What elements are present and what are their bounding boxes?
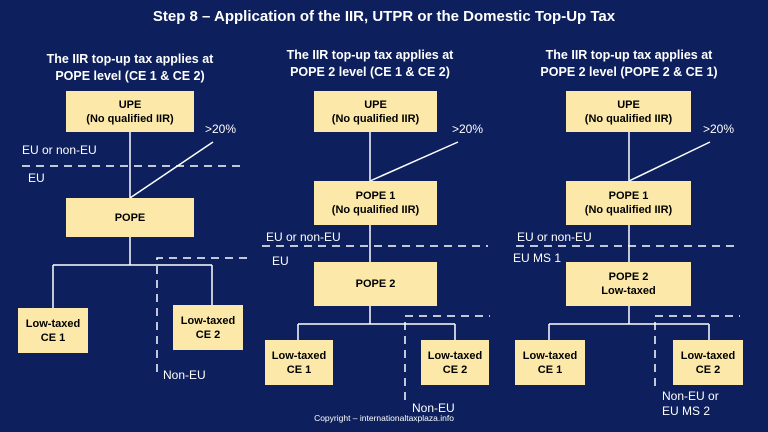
p1-ce2-location-label: Non-EU: [163, 368, 206, 382]
p3-ce1-box: Low-taxed CE 1: [515, 340, 585, 385]
p2-upe-note: (No qualified IIR): [331, 112, 420, 125]
p2-upe-box: UPE (No qualified IIR): [314, 91, 437, 132]
p3-ce2-name: CE 2: [695, 363, 721, 376]
p2-pope2-box: POPE 2: [314, 262, 437, 306]
p2-pope1-box: POPE 1 (No qualified IIR): [314, 181, 437, 225]
p3-ce2-location-label-line1: Non-EU or: [662, 389, 719, 403]
p3-ce1-status: Low-taxed: [522, 349, 578, 362]
p3-pope1-box: POPE 1 (No qualified IIR): [566, 181, 691, 225]
p1-upe-box: UPE (No qualified IIR): [66, 91, 194, 132]
p2-ce2-location-label: Non-EU: [412, 401, 455, 415]
p2-pope2-name: POPE 2: [355, 278, 396, 290]
p1-ce1-status: Low-taxed: [25, 317, 81, 330]
p3-ce1-name: CE 1: [537, 363, 563, 376]
panel-1-heading-line2: POPE level (CE 1 & CE 2): [55, 69, 205, 83]
panel-3-heading: The IIR top-up tax applies at POPE 2 lev…: [504, 47, 754, 81]
panel-2-heading: The IIR top-up tax applies at POPE 2 lev…: [245, 47, 495, 81]
panel-1-heading-line1: The IIR top-up tax applies at: [46, 52, 214, 66]
p3-ownership-label: >20%: [703, 122, 735, 136]
p3-ce2-status: Low-taxed: [680, 349, 736, 362]
panel-3-heading-line1: The IIR top-up tax applies at: [545, 48, 713, 62]
p1-pope-box: POPE: [66, 198, 194, 237]
p1-above-divider-label: EU or non-EU: [22, 143, 97, 157]
page-title: Step 8 – Application of the IIR, UTPR or…: [152, 8, 616, 25]
p2-pope1-name: POPE 1: [355, 190, 396, 202]
p1-upe-name: UPE: [118, 98, 142, 111]
p3-noneu-divider: [654, 315, 740, 386]
p2-ce1-name: CE 1: [286, 363, 312, 376]
p2-below-divider-label: EU: [272, 254, 289, 268]
p1-ce2-name: CE 2: [195, 328, 221, 341]
panel-1-heading: The IIR top-up tax applies at POPE level…: [5, 51, 255, 85]
p3-ownership-line: [628, 141, 711, 182]
p3-pope1-note: (No qualified IIR): [584, 204, 673, 216]
p1-ce1-name: CE 1: [40, 331, 66, 344]
p2-ce2-name: CE 2: [442, 363, 468, 376]
p3-upe-name: UPE: [617, 98, 640, 111]
p1-ce2-box: Low-taxed CE 2: [173, 305, 243, 350]
panel-2-heading-line1: The IIR top-up tax applies at: [286, 48, 454, 62]
p2-ce2-status: Low-taxed: [427, 349, 483, 362]
p1-ce1-box: Low-taxed CE 1: [18, 308, 88, 353]
p2-ce1-status: Low-taxed: [271, 349, 327, 362]
p3-pope2-status: Low-taxed: [601, 285, 656, 297]
p2-noneu-divider: [404, 315, 490, 400]
p1-below-divider-label: EU: [28, 171, 45, 185]
copyright-notice: Copyright – internationaltaxplaza.info: [314, 413, 454, 423]
p1-pope-name: POPE: [114, 211, 146, 224]
p1-noneu-divider: [156, 257, 250, 372]
p2-pope1-note: (No qualified IIR): [331, 204, 420, 216]
p3-pope2-box: POPE 2 Low-taxed: [566, 262, 691, 306]
p1-ownership-label: >20%: [205, 122, 237, 136]
p3-below-divider-label: EU MS 1: [513, 251, 562, 265]
p3-ce2-box: Low-taxed CE 2: [673, 340, 743, 385]
p3-pope1-name: POPE 1: [608, 190, 649, 202]
p3-pope2-name: POPE 2: [608, 271, 649, 283]
p3-above-divider-label: EU or non-EU: [517, 230, 592, 244]
p3-upe-box: UPE (No qualified IIR): [566, 91, 691, 132]
panel-2-heading-line2: POPE 2 level (CE 1 & CE 2): [290, 65, 450, 79]
p2-ce2-box: Low-taxed CE 2: [421, 340, 489, 385]
p2-ce1-box: Low-taxed CE 1: [265, 340, 333, 385]
p1-ownership-line: [129, 141, 214, 199]
panel-3-heading-line2: POPE 2 level (POPE 2 & CE 1): [540, 65, 718, 79]
p2-above-divider-label: EU or non-EU: [266, 230, 341, 244]
p3-upe-note: (No qualified IIR): [584, 112, 673, 125]
p3-ce2-location-label-line2: EU MS 2: [662, 404, 711, 418]
p1-ce2-status: Low-taxed: [180, 314, 236, 327]
p2-ownership-line: [369, 141, 459, 182]
p1-upe-note: (No qualified IIR): [86, 112, 174, 125]
p2-upe-name: UPE: [364, 98, 387, 111]
p2-ownership-label: >20%: [452, 122, 484, 136]
